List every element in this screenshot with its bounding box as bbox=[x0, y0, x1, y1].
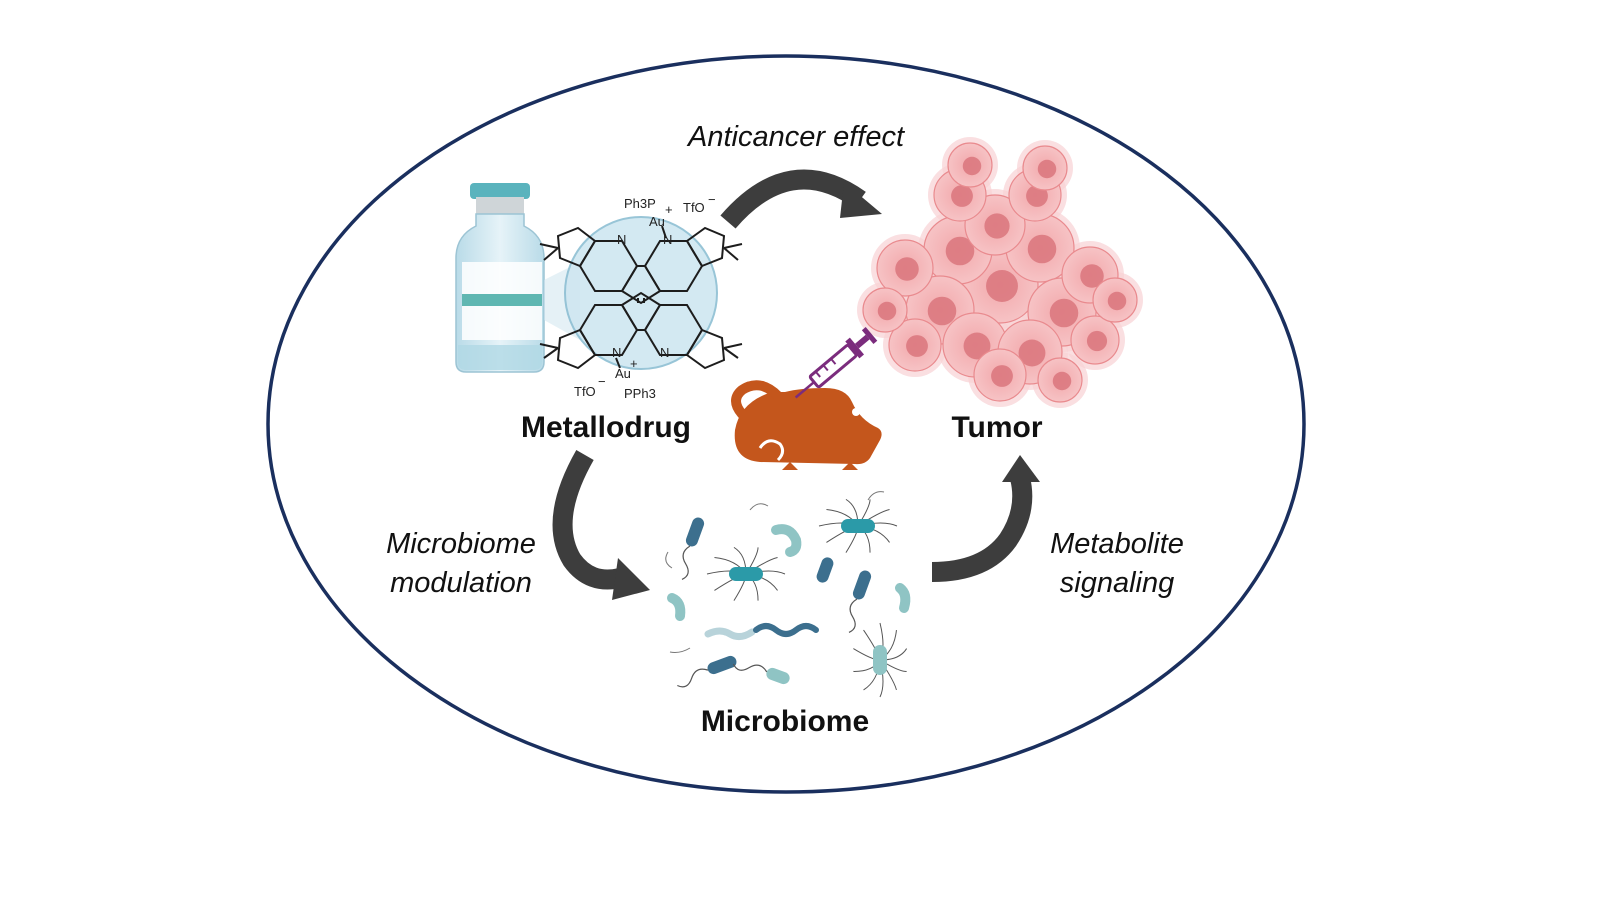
tumor-cell-nucleus bbox=[963, 332, 991, 360]
bottom-counterion-label: TfO bbox=[574, 384, 596, 399]
tumor-cell-nucleus bbox=[1037, 159, 1057, 179]
tumor-cell-nucleus bbox=[906, 335, 928, 357]
tumor-cell-nucleus bbox=[1107, 291, 1127, 311]
tumor-cell-nucleus bbox=[927, 296, 957, 326]
arrow-icon bbox=[552, 450, 650, 600]
tumor-cell-nucleus bbox=[1052, 371, 1072, 391]
bacterium bbox=[677, 655, 737, 688]
bacterium bbox=[848, 570, 872, 633]
molecule-icon: N N N N Ph3P Au + TfO − Au + TfO − PPh3 bbox=[539, 192, 743, 401]
mouse-icon bbox=[731, 380, 882, 470]
edge-label-anticancer: Anticancer effect bbox=[686, 121, 906, 153]
bacterium bbox=[667, 593, 686, 621]
top-metal-label: Au bbox=[649, 214, 665, 229]
cycle-ellipse bbox=[266, 54, 1306, 794]
bottom-counterion-charge: − bbox=[598, 374, 606, 389]
edge-label-modulation-2: modulation bbox=[390, 567, 532, 599]
tumor-cell-nucleus bbox=[1086, 330, 1108, 352]
arrow-icon bbox=[720, 169, 882, 229]
bacterium bbox=[681, 517, 705, 580]
node-label-tumor: Tumor bbox=[951, 411, 1042, 444]
tumor-cell-nucleus bbox=[986, 270, 1018, 302]
vial-icon bbox=[455, 183, 580, 373]
top-counterion-label: TfO bbox=[683, 200, 705, 215]
bottom-metal-label: Au bbox=[615, 366, 631, 381]
bacterium bbox=[895, 583, 911, 613]
node-label-microbiome: Microbiome bbox=[701, 705, 869, 738]
nitrogen-label-4: N bbox=[660, 345, 669, 360]
edge-label-signaling-2: signaling bbox=[1060, 567, 1174, 599]
tumor-cell-nucleus bbox=[962, 156, 982, 176]
tumor-cell-nucleus bbox=[1018, 339, 1046, 367]
top-counterion-charge: − bbox=[708, 192, 716, 207]
top-ligand-label: Ph3P bbox=[624, 196, 656, 211]
tumor-cell-nucleus bbox=[1026, 185, 1048, 207]
tumor-cell-nucleus bbox=[1049, 298, 1079, 328]
bacterium bbox=[818, 498, 898, 553]
tumor-cell-nucleus bbox=[951, 185, 973, 207]
tumor-cell-nucleus bbox=[945, 236, 975, 266]
tumor-cell-nucleus bbox=[1027, 234, 1057, 264]
bacterium bbox=[816, 557, 834, 583]
bacteria-icon bbox=[665, 491, 911, 698]
bacterium bbox=[732, 663, 790, 685]
node-label-metallodrug: Metallodrug bbox=[521, 411, 691, 444]
syringe-icon bbox=[794, 326, 878, 399]
bottom-charge: + bbox=[630, 356, 638, 371]
tumor-cell-nucleus bbox=[895, 257, 919, 281]
bacterium bbox=[704, 627, 756, 641]
tumor-cell-nucleus bbox=[877, 301, 897, 321]
tumor-cells-icon bbox=[857, 137, 1143, 408]
tumor-cell-nucleus bbox=[984, 213, 1010, 239]
bacterium bbox=[853, 622, 908, 698]
nitrogen-label-2: N bbox=[663, 232, 672, 247]
flagella bbox=[665, 491, 885, 653]
tumor-cell-nucleus bbox=[1080, 264, 1104, 288]
edge-label-signaling-1: Metabolite bbox=[1050, 528, 1184, 560]
top-charge: + bbox=[665, 202, 673, 217]
nitrogen-label-3: N bbox=[612, 345, 621, 360]
tumor-cell-nucleus bbox=[991, 365, 1013, 387]
edge-label-modulation-1: Microbiome bbox=[386, 528, 536, 560]
bacterium bbox=[771, 524, 802, 557]
bottom-ligand-label: PPh3 bbox=[624, 386, 656, 401]
arrow-icon bbox=[931, 455, 1040, 582]
bacterium bbox=[753, 623, 819, 637]
nitrogen-label-1: N bbox=[617, 232, 626, 247]
bacterium bbox=[706, 546, 786, 601]
